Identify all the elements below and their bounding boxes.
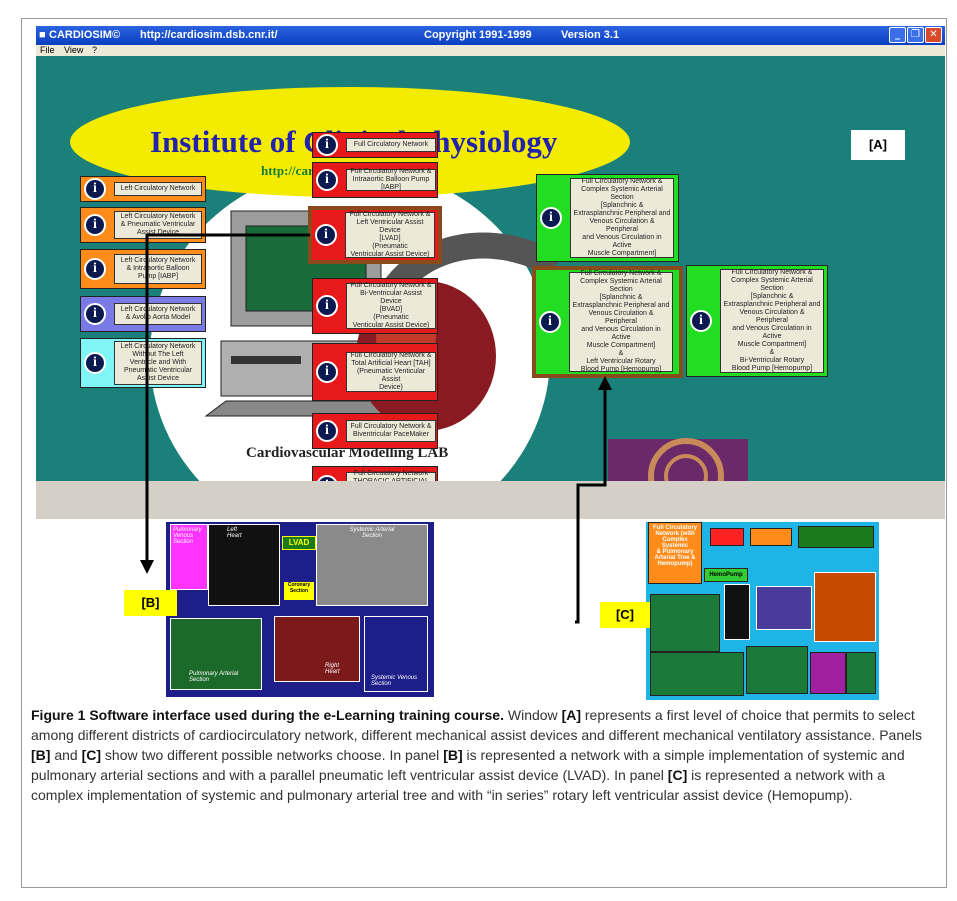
left-heart-section: Left Heart bbox=[208, 524, 280, 606]
panel-c-title: Full Circulatory Network (with Complex S… bbox=[648, 522, 702, 584]
full-network-iabp-button[interactable]: i Full Circulatory Network & Intraaortic… bbox=[312, 162, 438, 198]
panel-c-venous bbox=[746, 646, 808, 694]
menu-view[interactable]: View bbox=[64, 45, 84, 55]
info-icon: i bbox=[316, 295, 338, 317]
left-network-no-lv-button[interactable]: i Left Circulatory Network Without The L… bbox=[80, 338, 206, 388]
figure-caption: Figure 1 Software interface used during … bbox=[31, 707, 922, 803]
left-network-avolio-button[interactable]: i Left Circulatory Network & Avolio Aort… bbox=[80, 296, 206, 332]
systemic-venous-section: Systemic Venous Section bbox=[364, 616, 428, 692]
maximize-button[interactable]: ❐ bbox=[907, 27, 924, 43]
caption-title: Figure 1 Software interface used during … bbox=[31, 707, 504, 723]
coronary-section: Coronary Section bbox=[284, 582, 314, 600]
lab-name: Cardiovascular Modelling LAB bbox=[246, 445, 449, 461]
complex-systemic-button[interactable]: i Full Circulatory Network & Complex Sys… bbox=[536, 174, 679, 262]
lvad-label: LVAD bbox=[282, 536, 316, 550]
pulmonary-arterial-section: Pulmonary Arterial Section bbox=[170, 618, 262, 690]
panel-c-left-heart bbox=[724, 584, 750, 640]
info-icon: i bbox=[316, 169, 338, 191]
full-network-pacemaker-button[interactable]: i Full Circulatory Network & Biventricul… bbox=[312, 413, 438, 449]
info-icon: i bbox=[315, 224, 337, 246]
info-icon: i bbox=[316, 361, 338, 383]
menu-help[interactable]: ? bbox=[92, 45, 98, 55]
panel-c-box-3 bbox=[798, 526, 874, 548]
info-icon: i bbox=[84, 352, 106, 374]
main-window: Institute of Clinical Physiology http://… bbox=[36, 56, 945, 481]
full-network-bvad-button[interactable]: i Full Circulatory Network & Bi-Ventricu… bbox=[312, 278, 438, 334]
tag-c: [C] bbox=[600, 602, 650, 628]
panel-c-pulmonary bbox=[650, 594, 720, 652]
title-bar: ■ CARDIOSIM© http://cardiosim.dsb.cnr.it… bbox=[36, 26, 945, 45]
panel-c-box-2 bbox=[750, 528, 792, 546]
info-icon: i bbox=[84, 178, 106, 200]
info-icon: i bbox=[316, 134, 338, 156]
panel-c: Full Circulatory Network (with Complex S… bbox=[646, 522, 879, 700]
complex-systemic-bv-hemopump-button[interactable]: i Full Circulatory Network & Complex Sys… bbox=[686, 265, 828, 377]
panel-c-systemic-venous bbox=[846, 652, 876, 694]
full-network-lvad-button[interactable]: i Full Circulatory Network & Left Ventri… bbox=[308, 206, 442, 264]
systemic-arterial-section: Systemic Arterial Section bbox=[316, 524, 428, 606]
full-network-lung-puca-button[interactable]: i Full Circulatory Network THORACIC ARTI… bbox=[312, 466, 438, 481]
info-icon: i bbox=[690, 310, 712, 332]
close-button[interactable]: ✕ bbox=[925, 27, 942, 43]
copyright: Copyright 1991-1999 bbox=[424, 29, 532, 41]
info-icon: i bbox=[84, 303, 106, 325]
status-area bbox=[36, 481, 945, 519]
panel-c-pulmonary-arterial bbox=[650, 652, 744, 696]
panel-c-systemic bbox=[756, 586, 812, 630]
menu-bar: File View ? bbox=[36, 45, 945, 56]
info-icon: i bbox=[539, 311, 561, 333]
panel-b: Pulmonary Venous Section Left Heart LVAD… bbox=[166, 522, 434, 697]
info-icon: i bbox=[84, 214, 106, 236]
left-network-iabp-button[interactable]: i Left Circulatory Network & Intraaortic… bbox=[80, 249, 206, 289]
right-heart-section: Right Heart bbox=[274, 616, 360, 682]
panel-c-right-heart bbox=[810, 652, 846, 694]
info-icon: i bbox=[316, 420, 338, 442]
full-network-button[interactable]: i Full Circulatory Network bbox=[312, 132, 438, 158]
app-url: http://cardiosim.dsb.cnr.it/ bbox=[140, 29, 278, 41]
menu-file[interactable]: File bbox=[40, 45, 55, 55]
app-icon: ■ bbox=[39, 29, 46, 41]
complex-systemic-lv-hemopump-button[interactable]: i Full Circulatory Network & Complex Sys… bbox=[532, 266, 683, 378]
tag-a: [A] bbox=[851, 130, 905, 160]
panel-c-peripheral bbox=[814, 572, 876, 642]
info-icon: i bbox=[84, 258, 106, 280]
pulmonary-venous-section: Pulmonary Venous Section bbox=[170, 524, 208, 590]
minimize-button[interactable]: _ bbox=[889, 27, 906, 43]
full-network-tah-button[interactable]: i Full Circulatory Network & Total Artif… bbox=[312, 343, 438, 401]
version: Version 3.1 bbox=[561, 29, 620, 41]
panel-c-box-1 bbox=[710, 528, 744, 546]
info-icon: i bbox=[540, 207, 562, 229]
left-network-button[interactable]: i Left Circulatory Network bbox=[80, 176, 206, 202]
hemopump-label: HemoPump bbox=[704, 568, 748, 582]
app-name: CARDIOSIM© bbox=[49, 29, 121, 41]
tag-b: [B] bbox=[124, 590, 177, 616]
